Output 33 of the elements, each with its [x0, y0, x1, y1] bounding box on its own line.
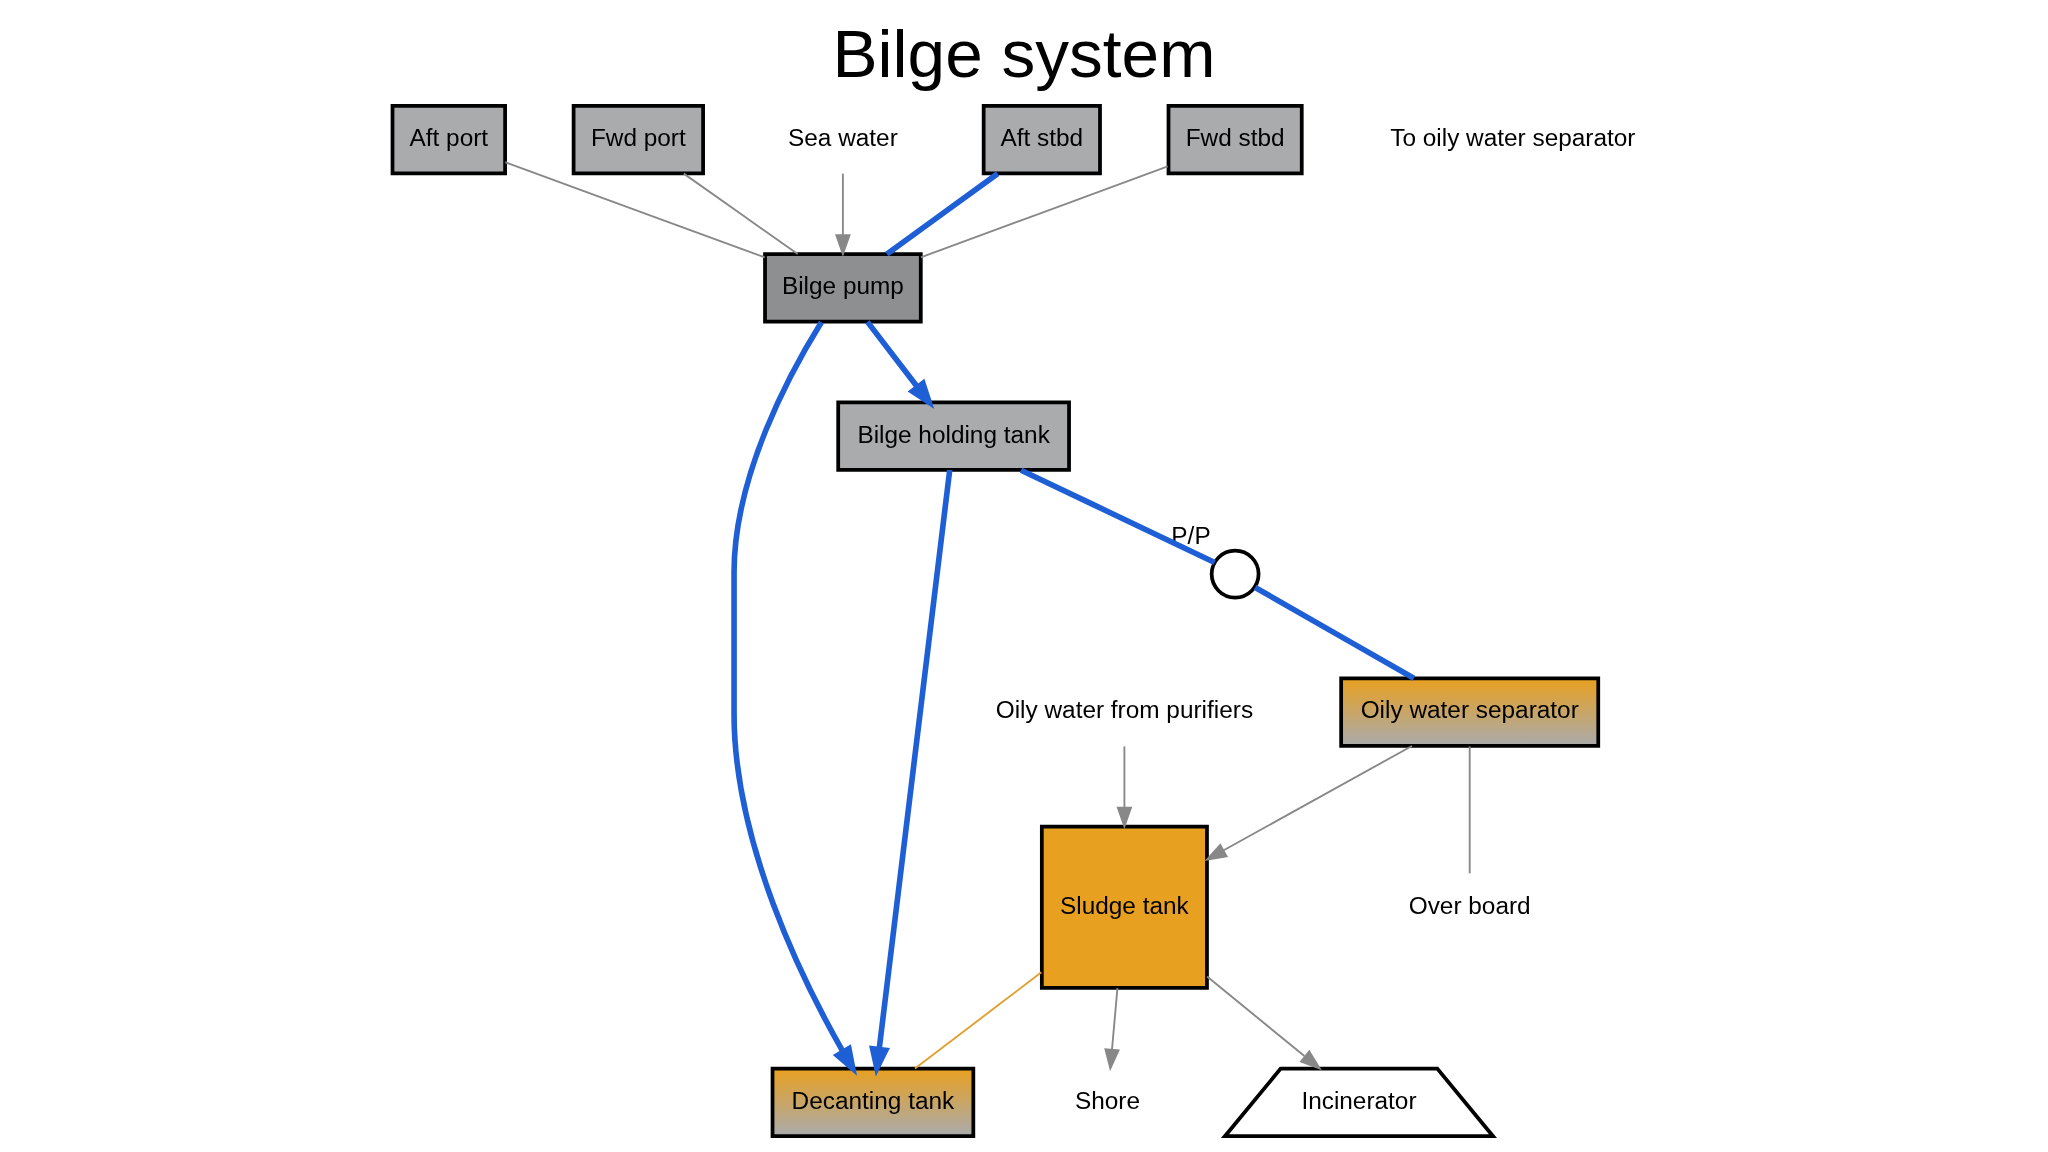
node-box: Oily water separator	[1339, 676, 1601, 748]
label: To oily water separator	[1390, 124, 1636, 152]
node-text: Shore	[1074, 1086, 1141, 1114]
arrow	[1206, 975, 1322, 1071]
node-text: Over board	[1408, 891, 1531, 919]
arrow	[1204, 745, 1413, 861]
node-box: Sludge tank	[1039, 824, 1209, 990]
connector	[1253, 585, 1416, 681]
arrow	[865, 320, 935, 410]
connector	[1468, 745, 1471, 875]
connector	[919, 165, 1169, 259]
node-box: Fwd stbd	[1166, 104, 1304, 176]
connector	[682, 172, 799, 255]
diagram-title: Bilge system	[832, 16, 1216, 92]
arrow	[1116, 745, 1133, 830]
node-label: P/P	[1171, 521, 1211, 549]
node-box: Decanting tank	[770, 1066, 976, 1139]
connector	[504, 161, 766, 259]
node-text: Sea water	[788, 124, 898, 152]
arrow	[869, 469, 953, 1077]
connector	[1019, 467, 1216, 566]
connector	[885, 171, 1000, 257]
arrow	[835, 172, 851, 257]
node-box: Bilge holding tank	[836, 400, 1071, 472]
node-box: Aft port	[390, 104, 507, 176]
node-circle	[1209, 548, 1261, 600]
arrow	[731, 320, 858, 1076]
arrow	[1104, 987, 1120, 1072]
node-text: Oily water from purifiers	[995, 696, 1254, 724]
node-box: Bilge pump	[763, 252, 923, 324]
node-box: Aft stbd	[981, 104, 1102, 176]
connector	[914, 971, 1043, 1070]
node-box: Fwd port	[571, 104, 705, 176]
